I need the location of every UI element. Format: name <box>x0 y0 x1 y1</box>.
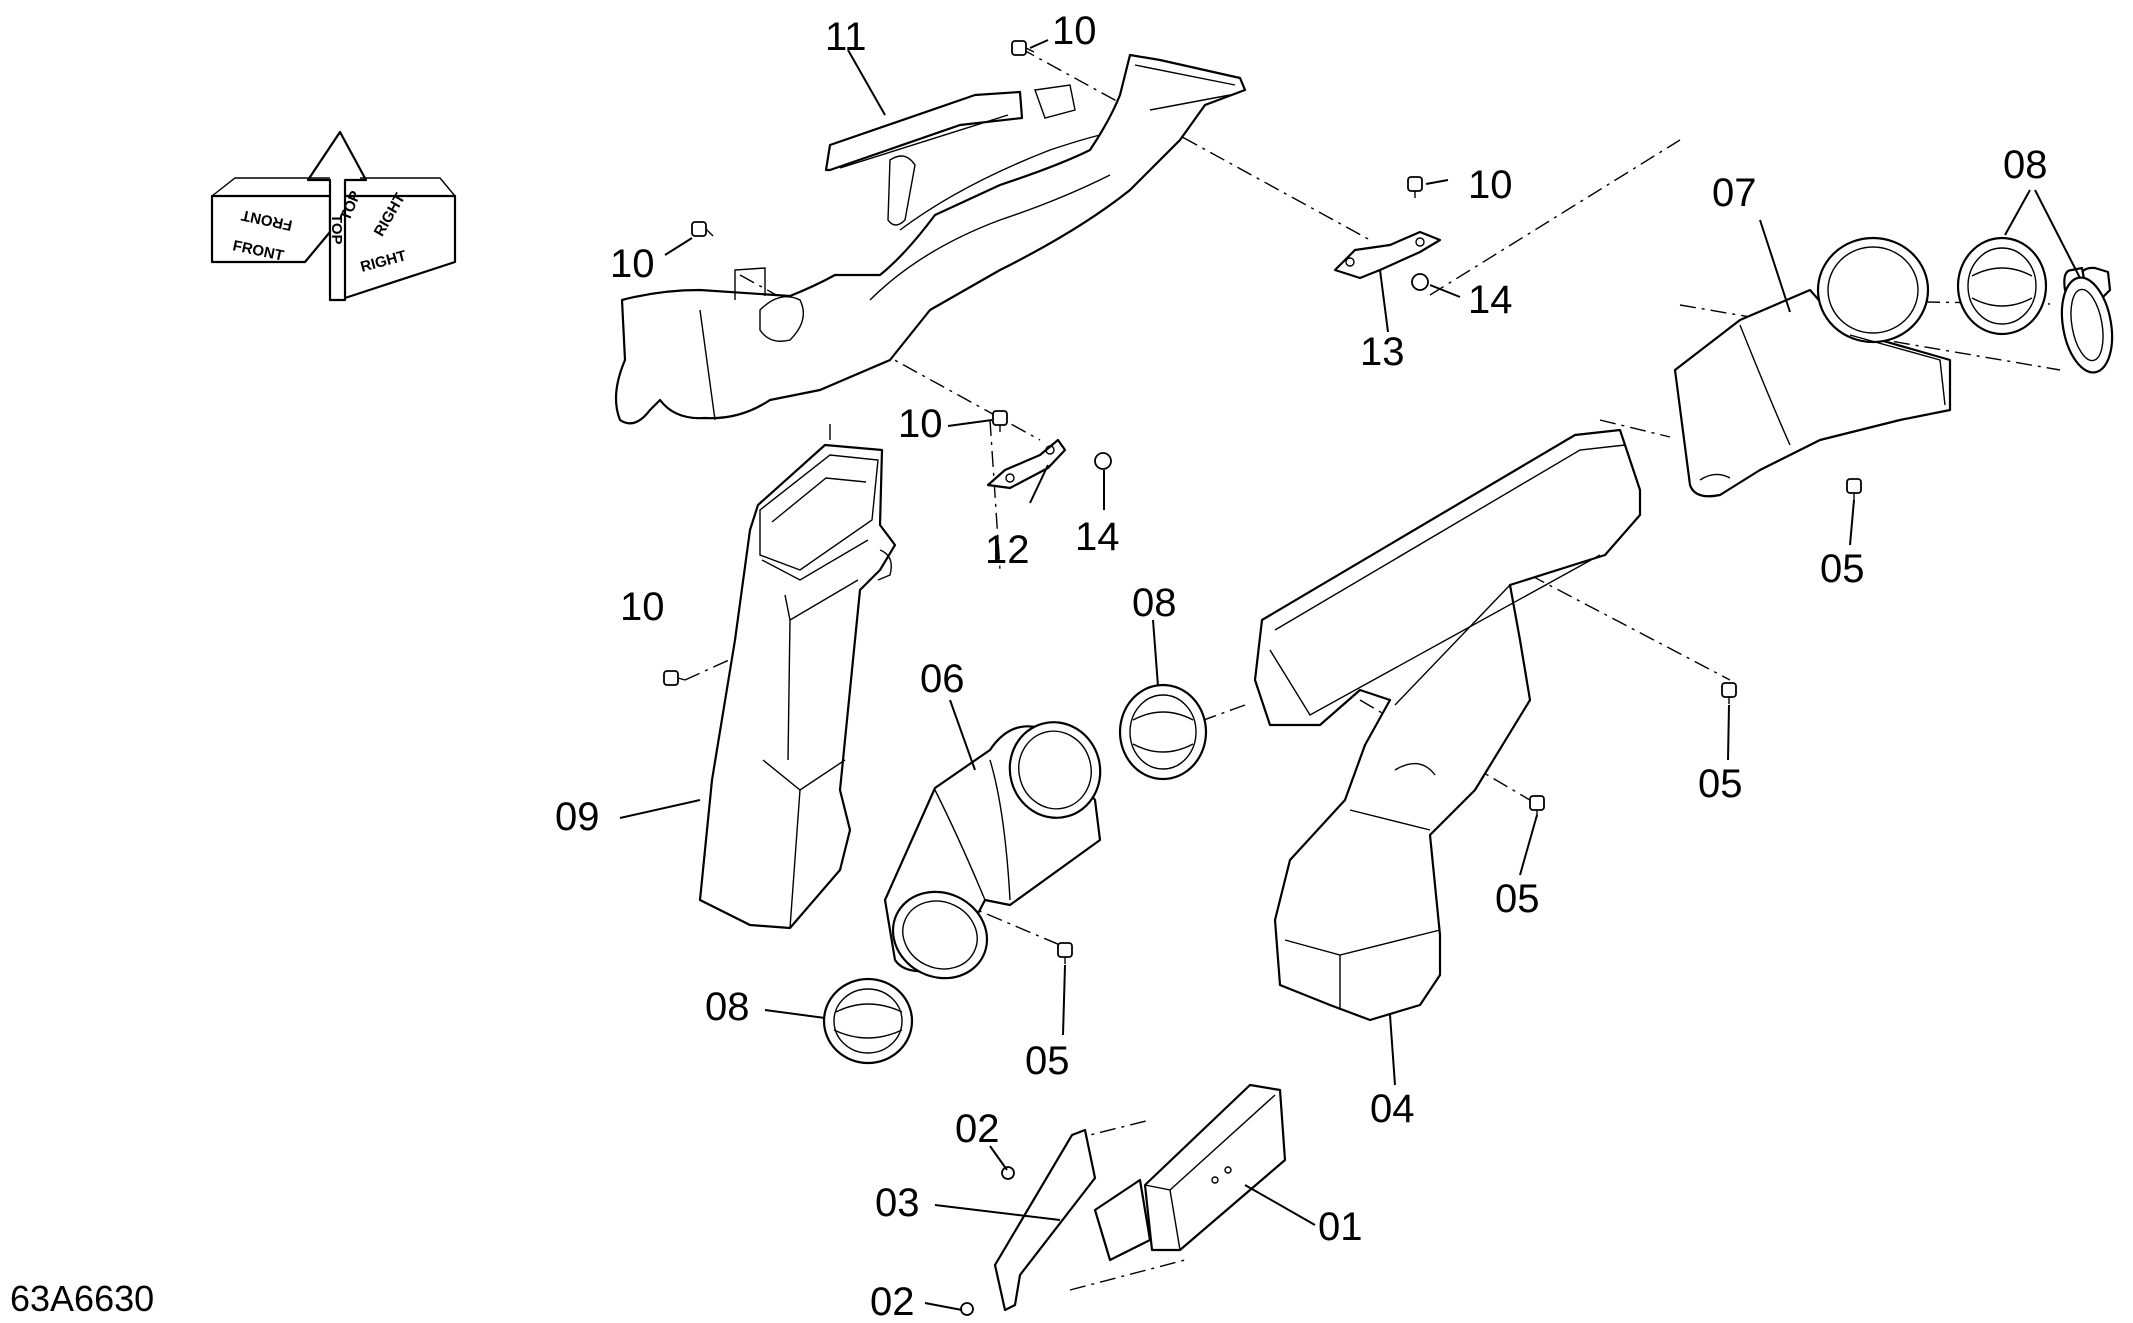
screw-10-duct <box>663 670 686 686</box>
callout-12: 12 <box>985 528 1030 572</box>
screw-10-top <box>1011 40 1035 56</box>
nut-14-mid <box>1094 452 1112 470</box>
screw-05-left <box>1057 942 1073 964</box>
part-03-bracket <box>993 1128 1097 1312</box>
callout-06: 06 <box>920 657 965 701</box>
callout-14-right: 14 <box>1468 278 1513 322</box>
callout-11: 11 <box>825 15 867 59</box>
callout-10-mid: 10 <box>898 402 943 446</box>
part-11-upper-duct <box>614 53 1247 425</box>
drawing-id: 63A6630 <box>10 1278 154 1319</box>
callout-08-center: 08 <box>1132 581 1177 625</box>
part-08-grille-right-cap <box>2060 266 2114 374</box>
callout-03: 03 <box>875 1181 920 1225</box>
callout-05-left: 05 <box>1025 1039 1070 1083</box>
callout-08-left: 08 <box>705 985 750 1029</box>
callout-01: 01 <box>1318 1205 1363 1249</box>
part-07-right-elbow-duct <box>1673 236 1952 498</box>
screw-10-right <box>1407 176 1423 198</box>
nut-14-right <box>1411 273 1429 291</box>
callout-10-top: 10 <box>1052 9 1097 53</box>
callout-02-upper: 02 <box>955 1107 1000 1151</box>
screw-02-lower <box>960 1302 974 1316</box>
screw-10-left <box>691 221 714 237</box>
callout-05-right-lower: 05 <box>1698 762 1743 806</box>
part-13-bracket <box>1333 230 1442 280</box>
top-label: TOP <box>328 214 345 245</box>
leader-lines <box>619 39 2081 1311</box>
callout-labels: 11 10 10 10 10 10 14 13 12 14 07 08 05 0… <box>555 9 2048 1323</box>
part-01-unit <box>1093 1083 1287 1262</box>
callout-13: 13 <box>1360 330 1405 374</box>
screw-05-right-upper <box>1846 478 1862 500</box>
part-04-main-duct <box>1253 428 1642 1022</box>
callout-05-right-upper: 05 <box>1820 547 1865 591</box>
part-09-vertical-duct <box>698 443 897 930</box>
callout-10-right: 10 <box>1468 163 1513 207</box>
callout-08-right: 08 <box>2003 143 2048 187</box>
part-12-bracket <box>986 438 1067 490</box>
screw-05-right-lower <box>1721 682 1737 704</box>
callout-10-duct: 10 <box>620 585 665 629</box>
callout-05-center: 05 <box>1495 877 1540 921</box>
callout-09: 09 <box>555 795 600 839</box>
screw-10-mid <box>992 410 1008 432</box>
callout-10-left: 10 <box>610 242 655 286</box>
part-06-elbow-duct <box>883 721 1102 980</box>
part-08-grille-left <box>822 977 914 1065</box>
orientation-indicator: FRONT FRONT TOP TOP RIGHT RIGHT <box>210 130 457 302</box>
callout-07: 07 <box>1712 171 1757 215</box>
callout-02-lower: 02 <box>870 1280 915 1323</box>
part-08-grille-right-ring <box>1956 236 2048 336</box>
part-08-grille-center <box>1118 683 1208 781</box>
callout-04: 04 <box>1370 1087 1415 1131</box>
screw-05-center <box>1529 795 1545 817</box>
callout-14-mid: 14 <box>1075 515 1120 559</box>
screw-02-upper <box>1001 1166 1015 1180</box>
